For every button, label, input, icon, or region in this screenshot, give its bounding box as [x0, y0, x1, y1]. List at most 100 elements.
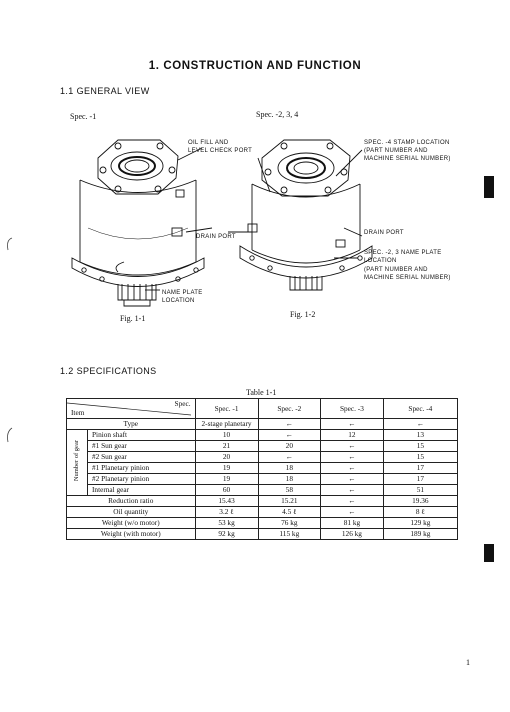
- cell: 15.21: [257, 495, 322, 507]
- column-header: Spec. -3: [320, 398, 384, 419]
- row-label: #2 Sun gear: [87, 451, 196, 463]
- cell: 15: [382, 440, 459, 452]
- spec1-label: Spec. -1: [70, 112, 97, 121]
- fig2-caption: Fig. 1-2: [290, 310, 316, 319]
- cell: 20: [257, 440, 322, 452]
- table-row: Oil quantity 3.2 ℓ 4.5 ℓ ← 8 ℓ: [66, 506, 459, 518]
- page-title: 1. CONSTRUCTION AND FUNCTION: [148, 60, 362, 72]
- cell: 53 kg: [194, 517, 259, 529]
- cell: ←: [257, 429, 322, 441]
- section-heading-general-view: 1.1 GENERAL VIEW: [60, 86, 150, 96]
- number-of-gear-group: Number of gear: [66, 429, 88, 496]
- cell: 129 kg: [382, 517, 459, 529]
- cell: 2-stage planetary: [194, 418, 259, 430]
- cell: ←: [320, 473, 384, 485]
- margin-tab-mark: [484, 176, 494, 198]
- table-row: Reduction ratio 15.43 15.21 ← 19.36: [66, 495, 459, 507]
- item-header: Item: [71, 408, 85, 417]
- cell: ←: [320, 462, 384, 474]
- cell: ←: [257, 451, 322, 463]
- table-row: #1 Planetary pinion 19 18 ← 17: [67, 462, 459, 474]
- cell: 19.36: [382, 495, 459, 507]
- cell: 19: [194, 473, 259, 485]
- cell: 126 kg: [320, 528, 384, 540]
- cell: ←: [257, 418, 322, 430]
- callout-name-plate-2: SPEC. -2, 3 NAME PLATE: [364, 250, 442, 256]
- cell: 76 kg: [257, 517, 322, 529]
- page-number: 1: [466, 658, 470, 667]
- item-spec-header-cell: Item Spec.: [66, 398, 196, 419]
- cell: 17: [382, 473, 459, 485]
- callout-stamp-serial: MACHINE SERIAL NUMBER): [364, 156, 451, 162]
- cell: 3.2 ℓ: [194, 506, 259, 518]
- row-label: Reduction ratio: [66, 495, 196, 507]
- fig1-caption: Fig. 1-1: [120, 314, 146, 323]
- cell: 58: [257, 484, 322, 496]
- callout-oil-fill: OIL FILL AND: [188, 140, 229, 146]
- table-row: #2 Sun gear 20 ← ← 15: [67, 451, 459, 463]
- spec-header: Spec.: [174, 399, 191, 408]
- callout-name-plate-serial: MACHINE SERIAL NUMBER): [364, 275, 451, 281]
- column-header: Spec. -4: [382, 398, 459, 419]
- table-row: Internal gear 60 58 ← 51: [67, 484, 459, 496]
- fig2-gearbox-drawing: [228, 139, 373, 291]
- cell: 13: [382, 429, 459, 441]
- cell: ←: [320, 440, 384, 452]
- table-row: #1 Sun gear 21 20 ← 15: [67, 440, 459, 452]
- row-label: #1 Sun gear: [87, 440, 196, 452]
- callout-drain-port-1: DRAIN PORT: [196, 234, 236, 240]
- cell: 115 kg: [257, 528, 322, 540]
- row-label: Weight (w/o motor): [66, 517, 196, 529]
- callout-drain-port-2: DRAIN PORT: [364, 230, 404, 236]
- cell: 19: [194, 462, 259, 474]
- column-header: Spec. -2: [257, 398, 322, 419]
- table-row: Weight (w/o motor) 53 kg 76 kg 81 kg 129…: [66, 517, 459, 529]
- cell: ←: [320, 506, 384, 518]
- cell: 4.5 ℓ: [257, 506, 322, 518]
- cell: 51: [382, 484, 459, 496]
- cell: 17: [382, 462, 459, 474]
- cell: 18: [257, 473, 322, 485]
- cell: 20: [194, 451, 259, 463]
- row-label: #2 Planetary pinion: [87, 473, 196, 485]
- section-heading-specifications: 1.2 SPECIFICATIONS: [60, 366, 157, 376]
- cell: 60: [194, 484, 259, 496]
- cell: ←: [382, 418, 459, 430]
- callout-name-plate-1: NAME PLATE: [162, 290, 203, 296]
- cell: ←: [320, 451, 384, 463]
- cell: 12: [320, 429, 384, 441]
- number-of-gear-label: Number of gear: [73, 440, 80, 482]
- table-row: Type 2-stage planetary ← ← ←: [66, 418, 459, 430]
- cell: 92 kg: [194, 528, 259, 540]
- cell: ←: [320, 418, 384, 430]
- cell: 189 kg: [382, 528, 459, 540]
- row-label: #1 Planetary pinion: [87, 462, 196, 474]
- cell: ←: [320, 495, 384, 507]
- diagonal-divider: [67, 402, 191, 416]
- row-label: Pinion shaft: [87, 429, 196, 441]
- cell: 21: [194, 440, 259, 452]
- callout-stamp-location: SPEC. -4 STAMP LOCATION: [364, 140, 450, 146]
- table-header-row: Item Spec. Spec. -1 Spec. -2 Spec. -3 Sp…: [66, 398, 459, 419]
- table-caption: Table 1-1: [246, 388, 277, 397]
- column-header: Spec. -1: [194, 398, 259, 419]
- table-row: #2 Planetary pinion 19 18 ← 17: [67, 473, 459, 485]
- callout-stamp-part-number: (PART NUMBER AND: [364, 148, 428, 154]
- cell: 18: [257, 462, 322, 474]
- row-label: Weight (with motor): [66, 528, 196, 540]
- callout-name-plate-location-1: LOCATION: [162, 298, 195, 304]
- callout-name-plate-part-number: (PART NUMBER AND: [364, 267, 428, 273]
- spec234-label: Spec. -2, 3, 4: [256, 110, 299, 119]
- row-label: Internal gear: [87, 484, 196, 496]
- cell: 81 kg: [320, 517, 384, 529]
- cell: 15: [382, 451, 459, 463]
- row-label: Oil quantity: [66, 506, 196, 518]
- margin-tab-mark: [484, 544, 494, 562]
- cell: 10: [194, 429, 259, 441]
- fig1-gearbox-drawing: [71, 139, 213, 307]
- callout-level-check: LEVEL CHECK PORT: [188, 148, 253, 154]
- cell: ←: [320, 484, 384, 496]
- callout-name-plate-location-2: LOCATION: [364, 258, 397, 264]
- cell: 8 ℓ: [382, 506, 459, 518]
